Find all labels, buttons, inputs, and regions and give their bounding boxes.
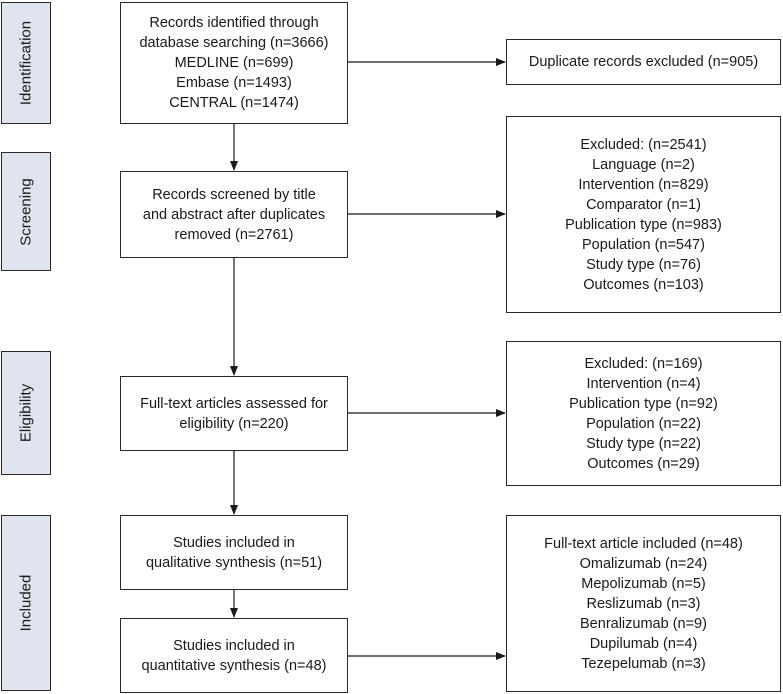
box-line: eligibility (n=220): [179, 415, 289, 432]
box-line: Omalizumab (n=24): [579, 555, 708, 572]
included-studies-box: Full-text article included (n=48) Omalizu…: [506, 515, 781, 692]
box-line: Benralizumab (n=9): [580, 615, 707, 632]
box-line: Records screened by title: [152, 186, 316, 203]
box-line: Study type (n=76): [586, 256, 701, 273]
box-line: Publication type (n=983): [565, 216, 722, 233]
box-line: Full-text article included (n=48): [544, 535, 743, 552]
box-line: Outcomes (n=29): [587, 455, 700, 472]
box-line: and abstract after duplicates: [142, 206, 326, 223]
box-line: quantitative synthesis (n=48): [141, 657, 327, 674]
box-line: Publication type (n=92): [569, 395, 718, 412]
phase-screening: Screening: [1, 152, 51, 271]
duplicates-excluded-box: Duplicate records excluded (n=905): [506, 39, 781, 85]
box-line: database searching (n=3666): [139, 35, 329, 51]
quantitative-synthesis-box: Studies included in quantitative synthesi…: [120, 618, 348, 693]
box-line: Excluded: (n=169): [584, 355, 703, 372]
box-line: qualitative synthesis (n=51): [145, 554, 323, 571]
box-line: Mepolizumab (n=5): [581, 575, 706, 592]
box-line: Studies included in: [173, 637, 295, 654]
box-line: Dupilumab (n=4): [589, 635, 698, 652]
phase-included: Included: [1, 515, 51, 691]
fulltext-assessed-box: Full-text articles assessed for eligibili…: [120, 376, 348, 451]
records-identified-box: Records identified through database searc…: [120, 2, 348, 124]
box-line: Excluded: (n=2541): [580, 136, 707, 153]
records-screened-box: Records screened by title and abstract af…: [120, 171, 348, 258]
box-line: Tezepelumab (n=3): [581, 655, 706, 672]
box-line: CENTRAL (n=1474): [169, 95, 299, 111]
box-line: Outcomes (n=103): [583, 276, 704, 293]
phase-eligibility: Eligibility: [1, 351, 51, 475]
box-line: Records identified through: [149, 15, 319, 31]
box-line: Study type (n=22): [586, 435, 701, 452]
box-line: Population (n=22): [586, 415, 701, 432]
qualitative-synthesis-box: Studies included in qualitative synthesis…: [120, 515, 348, 590]
box-line: Duplicate records excluded (n=905): [528, 54, 759, 70]
eligibility-excluded-box: Excluded: (n=169) Intervention (n=4) Publi…: [506, 341, 781, 486]
box-line: Intervention (n=829): [578, 176, 709, 193]
screening-excluded-box: Excluded: (n=2541) Language (n=2) Interven…: [506, 116, 781, 313]
box-line: Population (n=547): [582, 236, 705, 253]
box-line: MEDLINE (n=699): [174, 55, 294, 71]
box-line: Comparator (n=1): [586, 196, 701, 213]
box-line: removed (n=2761): [174, 226, 294, 243]
box-line: Language (n=2): [592, 156, 695, 173]
box-line: Embase (n=1493): [176, 75, 292, 91]
box-line: Studies included in: [173, 534, 295, 551]
box-line: Intervention (n=4): [586, 375, 701, 392]
box-line: Reslizumab (n=3): [586, 595, 701, 612]
phase-identification: Identification: [1, 2, 51, 124]
box-line: Full-text articles assessed for: [140, 395, 328, 412]
